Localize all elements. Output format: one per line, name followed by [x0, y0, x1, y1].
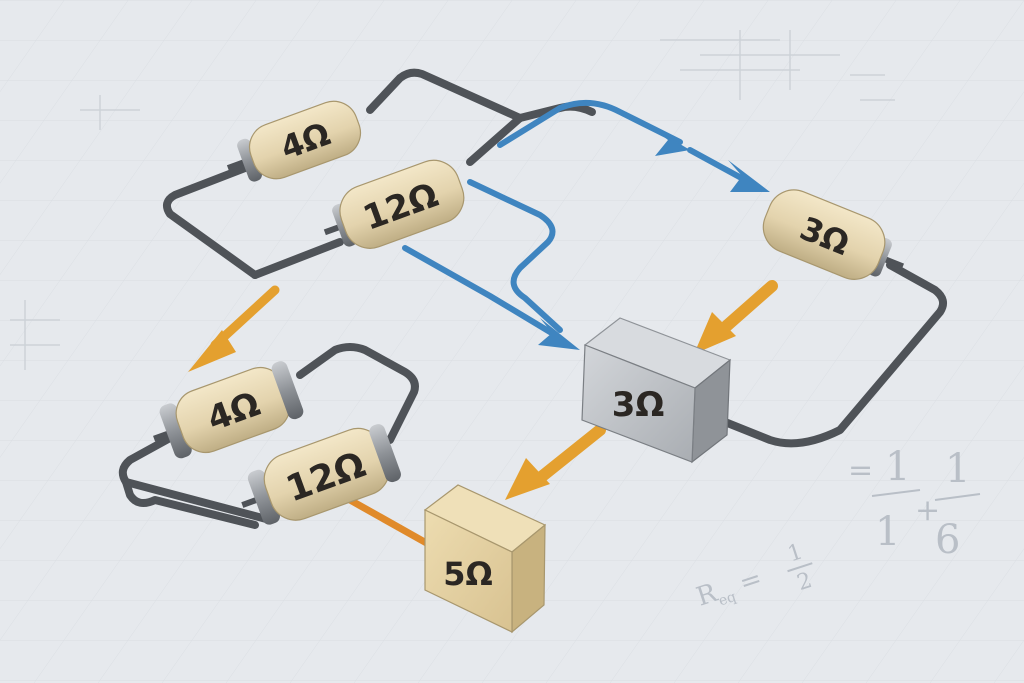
resistor-bottom-4: 4Ω — [153, 361, 304, 459]
wire-bottom-loop-lower — [122, 478, 259, 529]
resistor-bottom-12: 12Ω — [241, 424, 401, 525]
blue-arrow-2 — [728, 160, 770, 192]
blue-path-right — [687, 147, 748, 183]
wire-right-3-down — [716, 261, 948, 448]
block-label: 3Ω — [612, 385, 665, 425]
fraction-equals: = — [848, 453, 873, 488]
orange-arrow-left-head — [188, 330, 236, 372]
blue-path-top — [497, 99, 683, 148]
fraction-numerator-one: 1 — [885, 444, 910, 490]
blue-current-paths — [402, 99, 748, 338]
blue-arrow-3 — [538, 318, 580, 350]
orange-arrow-right-head — [694, 312, 736, 354]
block-3: 3Ω — [581, 317, 732, 464]
blue-path-middle — [467, 179, 563, 333]
wire-bottom-4-right — [296, 343, 419, 444]
resistor-right-3: 3Ω — [762, 189, 905, 280]
wire-top-loop-upper — [162, 164, 259, 279]
wires — [118, 68, 948, 529]
fraction-denominator-six: 6 — [935, 517, 960, 563]
wire-orange-to-5-block — [346, 496, 434, 549]
wire-top-12-right — [466, 114, 524, 166]
background-sketch — [10, 30, 895, 370]
arrows — [188, 126, 778, 500]
wire-top-loop-lower — [251, 238, 344, 279]
fraction-plus: + — [915, 493, 940, 528]
block-label: 5Ω — [443, 555, 492, 593]
wire-top-4-right — [366, 68, 524, 122]
blue-path-lower — [402, 245, 558, 338]
resistor-top-4: 4Ω — [226, 100, 362, 182]
fraction-denominator-one: 1 — [875, 509, 900, 555]
block-5: 5Ω — [423, 484, 547, 634]
orange-arrow-bottom-shaft — [534, 424, 606, 484]
fraction-numerator-two: 1 — [945, 446, 970, 492]
orange-arrow-bottom-head — [505, 458, 550, 500]
blue-arrow-1 — [650, 126, 690, 156]
resistor-top-12: 12Ω — [323, 159, 465, 249]
orange-arrow-right-shaft — [716, 280, 778, 336]
background-fraction: = 1 1 + 1 6 — [848, 444, 981, 563]
